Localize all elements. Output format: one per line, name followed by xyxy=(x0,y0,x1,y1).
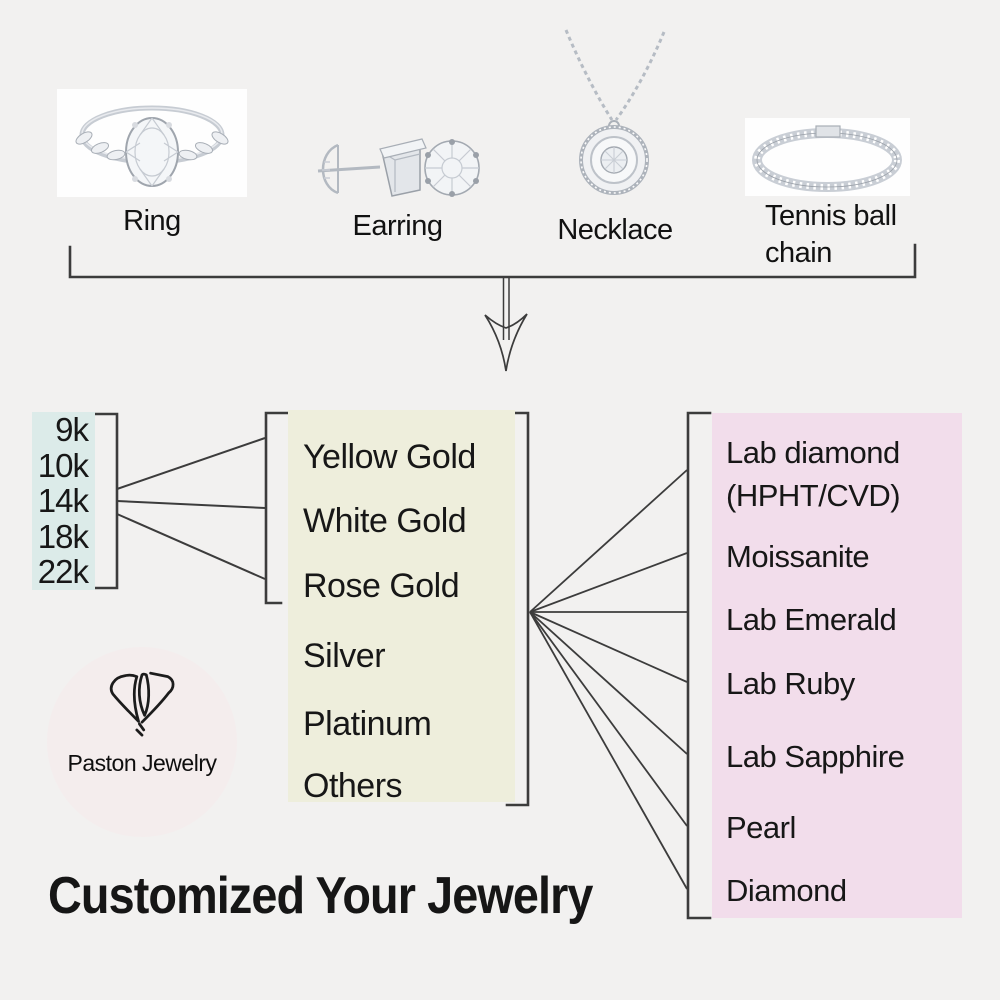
gem-option-diamond: Diamond xyxy=(726,873,847,908)
page-title: Customized Your Jewelry xyxy=(48,867,593,925)
earring-label: Earring xyxy=(352,210,444,242)
karat-options-box: 9k 10k 14k 18k 22k xyxy=(32,412,95,590)
metal-option-rose-gold: Rose Gold xyxy=(303,567,460,605)
metal-option-yellow-gold: Yellow Gold xyxy=(303,438,476,476)
tennis-chain-image xyxy=(745,118,910,196)
gemstone-options-box: Lab diamond (HPHT/CVD) Moissanite Lab Em… xyxy=(712,413,962,918)
tennis-chain-illustration xyxy=(752,125,902,192)
gem-option-lab-emerald: Lab Emerald xyxy=(726,602,897,637)
gem-option-lab-diamond: Lab diamond (HPHT/CVD) xyxy=(726,435,901,513)
metal-options-box: Yellow Gold White Gold Rose Gold Silver … xyxy=(288,410,515,805)
gem-option-lab-sapphire: Lab Sapphire xyxy=(726,739,905,774)
earring-image xyxy=(317,138,480,197)
brand-name: Paston Jewelry xyxy=(67,750,217,776)
karat-option-14k: 14k xyxy=(37,482,89,519)
metal-option-others: Others xyxy=(303,767,403,805)
karat-option-9k: 9k xyxy=(55,411,89,448)
gem-bracket xyxy=(686,411,712,920)
necklace-image xyxy=(564,29,666,195)
ring-label: Ring xyxy=(123,205,181,237)
metal-option-silver: Silver xyxy=(303,637,386,675)
gem-option-lab-ruby: Lab Ruby xyxy=(726,666,855,701)
metal-option-platinum: Platinum xyxy=(303,705,432,743)
necklace-label: Necklace xyxy=(557,214,673,246)
gem-option-pearl: Pearl xyxy=(726,810,796,845)
metal-option-white-gold: White Gold xyxy=(303,502,467,540)
karat-option-10k: 10k xyxy=(37,446,89,484)
arrow-head xyxy=(484,313,528,372)
tennis-chain-label: Tennis ball chain xyxy=(765,200,897,269)
ring-illustration xyxy=(75,105,229,187)
karat-option-22k: 22k xyxy=(37,553,89,590)
gem-option-moissanite: Moissanite xyxy=(726,539,870,574)
diamond-logo-icon xyxy=(109,671,175,737)
metal-left-bracket xyxy=(264,411,290,605)
karat-bracket xyxy=(93,412,119,590)
karat-option-18k: 18k xyxy=(37,517,89,555)
ring-image xyxy=(57,89,247,197)
brand-logo: Paston Jewelry xyxy=(47,647,237,837)
